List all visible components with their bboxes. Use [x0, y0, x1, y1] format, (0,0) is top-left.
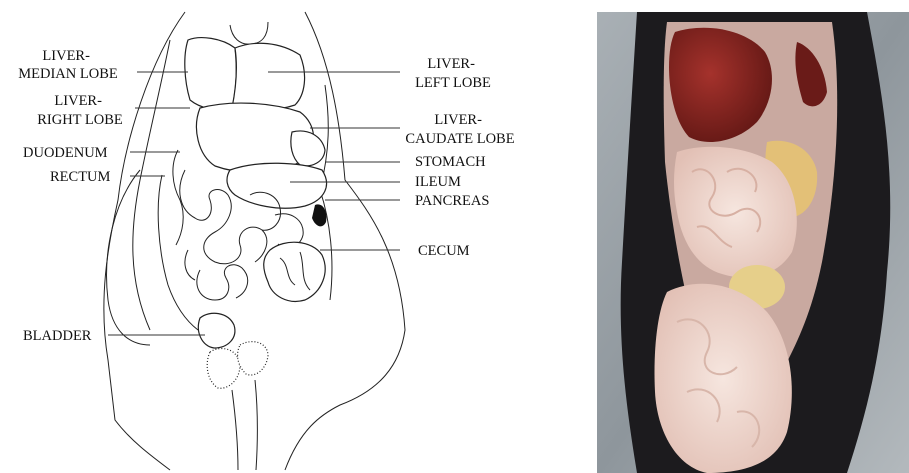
dissection-photo [597, 12, 909, 473]
stomach [227, 163, 327, 208]
neck-outline [230, 22, 268, 44]
seminal-right [238, 342, 268, 375]
liver-caudate-lobe [291, 131, 325, 166]
label-rectum: RECTUM [50, 169, 111, 185]
diagram-svg: LIVER- MEDIAN LOBE LIVER- RIGHT LOBE DUO… [0, 0, 540, 473]
label-stomach: STOMACH [415, 154, 486, 170]
photo-svg [597, 12, 909, 473]
label-liver-right-lobe: LIVER- RIGHT LOBE [37, 93, 123, 128]
label-duodenum: DUODENUM [23, 145, 108, 161]
seminal-left [207, 348, 240, 388]
label-ileum: ILEUM [415, 174, 461, 190]
label-liver-left-lobe: LIVER- LEFT LOBE [415, 56, 491, 91]
left-arm-outline [107, 170, 150, 345]
liver-median-lobe [185, 38, 236, 110]
label-pancreas: PANCREAS [415, 193, 489, 209]
label-cecum: CECUM [418, 243, 470, 259]
pancreas-shape [312, 204, 326, 226]
liver-left-lobe [232, 43, 305, 110]
duodenum [173, 150, 183, 245]
label-bladder: BLADDER [23, 328, 92, 344]
rectum [158, 175, 198, 330]
tail-base [232, 380, 257, 470]
label-liver-median-lobe: LIVER- MEDIAN LOBE [18, 48, 118, 82]
label-liver-caudate-lobe: LIVER- CAUDATE LOBE [405, 112, 514, 147]
anatomy-line-diagram: LIVER- MEDIAN LOBE LIVER- RIGHT LOBE DUO… [0, 0, 540, 473]
cecum [264, 242, 325, 301]
bladder [198, 313, 235, 348]
